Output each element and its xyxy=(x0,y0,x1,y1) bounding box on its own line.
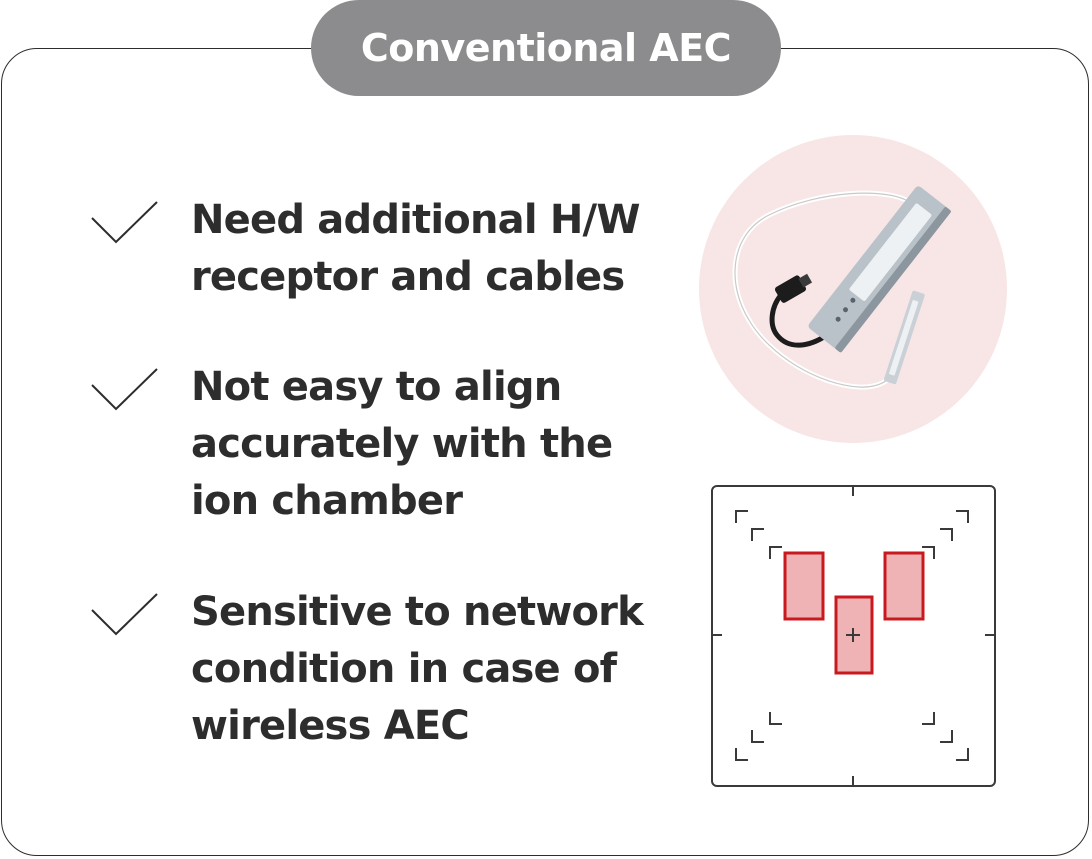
item-line: wireless AEC xyxy=(191,703,470,749)
item-line: accurately with the xyxy=(191,421,613,467)
item-text: Sensitive to network condition in case o… xyxy=(191,584,711,755)
check-icon xyxy=(91,593,158,636)
title-text: Conventional AEC xyxy=(360,26,732,70)
item-text: Need additional H/W receptor and cables xyxy=(191,192,711,306)
receptor-photo-circle xyxy=(699,135,1007,443)
item-text: Not easy to align accurately with the io… xyxy=(191,359,711,530)
ion-chamber-layout xyxy=(711,485,996,787)
check-icon xyxy=(91,201,158,244)
item-line: receptor and cables xyxy=(191,254,625,300)
item-line: Need additional H/W xyxy=(191,197,640,243)
title-badge: Conventional AEC xyxy=(311,0,781,96)
item-line: Sensitive to network xyxy=(191,589,644,635)
item-line: Not easy to align xyxy=(191,364,562,410)
item-line: ion chamber xyxy=(191,478,463,524)
check-icon xyxy=(91,368,158,411)
item-line: condition in case of xyxy=(191,646,617,692)
aec-receptor-image xyxy=(732,186,951,390)
